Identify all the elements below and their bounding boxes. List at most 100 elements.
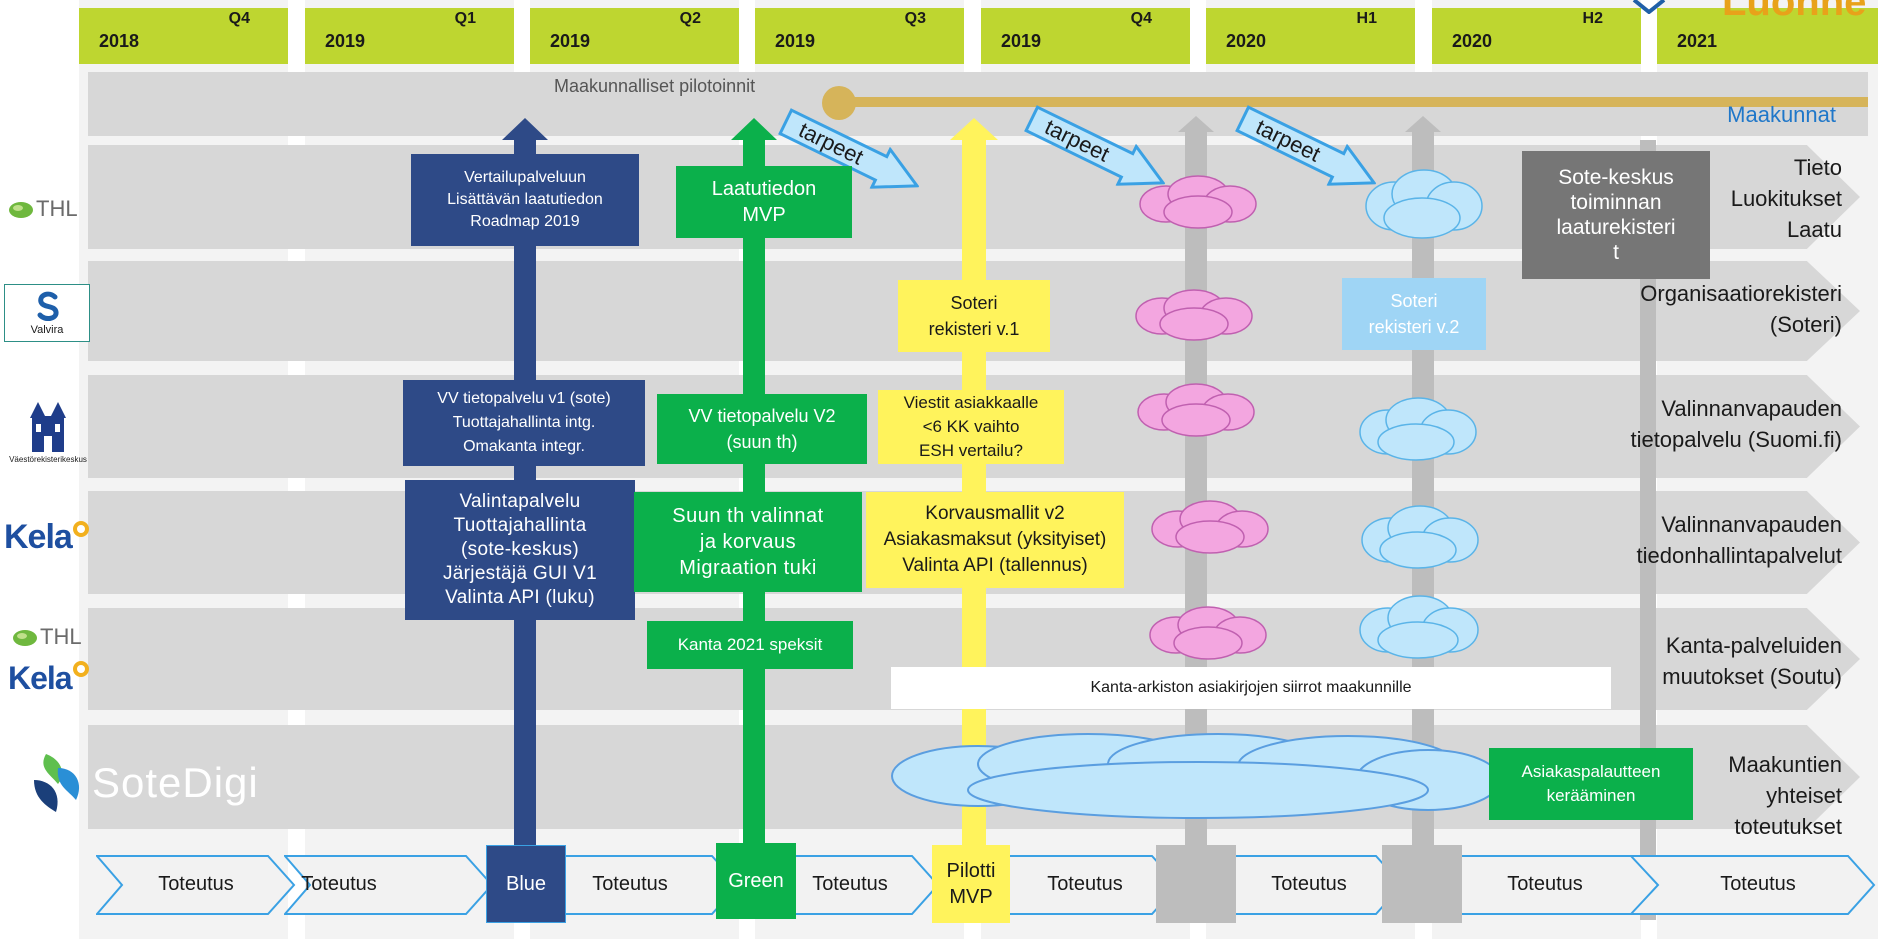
phase-chevron: Toteutus [1630,855,1876,915]
large-cloud-icon [891,733,1501,819]
green-box-laatutiedon-mvp: Laatutiedon MVP [676,166,852,238]
yellow-arrow-head [950,118,998,140]
blue-track-label: Blue [486,845,566,923]
timeline-header-column: 2020 H1 [1206,8,1415,64]
box-line: t [1613,241,1619,264]
box-line: Viestit asiakkaalle [903,393,1039,412]
header-year: 2018 [99,31,140,51]
box-line: Laatutiedon [711,178,817,200]
box-line: kerääminen [1546,786,1636,805]
pink-cloud-icon [1135,289,1253,341]
pilot-timeline-line [842,97,1868,107]
box-line: Soteri [950,293,998,313]
box-line: Asiakaspalautteen [1521,762,1661,781]
vrk-building-icon [30,402,66,452]
pole-arrowhead [1178,116,1214,132]
row-label-line: Organisaatiorekisteri [1640,281,1842,306]
header-year: 2021 [1677,31,1718,51]
box-line: ja korvaus [699,531,797,553]
box-line: VV tietopalvelu v1 (sote) [437,390,611,407]
phase-chevron: Toteutus [790,855,940,915]
box-line: Omakanta integr. [463,438,585,455]
header-quarter: H1 [1356,10,1377,27]
kela-logo-text: Kela [8,660,73,696]
box-line: Roadmap 2019 [470,213,580,230]
box-line: MVP [742,204,786,226]
chevron-shape [96,855,296,915]
green-box-suun-th-valinnat: Suun th valinnat ja korvaus Migraation t… [634,492,862,592]
valvira-logo: Valvira [4,284,90,342]
tarpeet-arrow: tarpeet [774,100,929,207]
vrk-logo-text: Väestörekisterikeskus [9,455,87,464]
box-line: Korvausmallit v2 [925,503,1065,524]
phase-chevron: Toteutus [1234,855,1404,915]
pilot-start-marker [822,86,856,120]
box-line: Järjestäjä GUI V1 [443,563,597,584]
box-line: Valinta API (tallennus) [902,555,1088,576]
blue-box-vertailupalvelu: Vertailupalveluun Lisättävän laatutiedon… [411,154,639,246]
row-label-line: yhteiset [1766,783,1842,808]
header-year: 2019 [775,31,816,51]
header-year: 2019 [550,31,591,51]
maakunnat-label: Maakunnat [1727,102,1836,127]
row-label-line: Valinnanvapauden [1661,396,1842,421]
box-line: Tuottajahallinta [453,515,587,536]
pole-arrowhead [1405,116,1441,132]
header-quarter: Q1 [454,10,476,27]
row-label-line: Valinnanvapauden [1661,512,1842,537]
grey-track-block [1156,845,1236,923]
box-line: Pilotti [946,860,996,882]
header-year: 2020 [1226,31,1267,51]
sotedigi-emblem-icon [34,754,80,812]
kela-logo-text: Kela [4,518,73,556]
pilot-band-label: Maakunnalliset pilotoinnit [554,76,756,96]
kanta-arkisto-bar: Kanta-arkiston asiakirjojen siirrot maak… [891,667,1611,709]
thl-logo-small: THL [10,624,82,650]
row-label-maakuntien: Maakuntien yhteiset toteutukset [1728,749,1842,842]
phase-chevron: Toteutus [1430,855,1660,915]
box-line: Valinta API (luku) [445,587,595,608]
box-line: toiminnan [1570,191,1662,214]
valvira-s-icon [37,291,59,321]
yellow-box-soteri-v1: Soteri rekisteri v.1 [898,280,1050,352]
row-label-line: (Soteri) [1769,312,1842,337]
phase-chevron: Toteutus [990,855,1180,915]
row-label-vv-tiedonhallinta: Valinnanvapauden tiedonhallintapalvelut [1637,509,1843,571]
box-line: rekisteri v.2 [1368,317,1460,337]
vrk-logo: Väestörekisterikeskus [4,398,88,468]
header-year: 2019 [1001,31,1042,51]
header-quarter: Q4 [228,10,250,27]
blue-box-valintapalvelu: Valintapalvelu Tuottajahallinta (sote-ke… [405,480,635,620]
box-line: <6 KK vaihto [922,417,1020,436]
box-line: Valintapalvelu [459,491,581,512]
box-line: (suun th) [726,432,798,452]
box-line: Tuottajahallinta intg. [452,414,596,431]
box-line: Soteri [1390,291,1438,311]
thl-logo-text: THL [36,196,78,221]
thl-leaf-icon [9,202,33,218]
box-line: Kanta 2021 speksit [677,635,823,654]
kela-logo: Kela [4,518,90,557]
row-label-line: Maakuntien [1728,752,1842,777]
phase-chevron: Toteutus [284,855,494,915]
yellow-box-korvausmallit: Korvausmallit v2 Asiakasmaksut (yksityis… [866,492,1124,588]
box-line: Sote-keskus [1558,166,1674,189]
header-year: 2020 [1452,31,1493,51]
pink-cloud-icon [1137,383,1255,437]
grey-track-block [1382,845,1462,923]
green-arrow-head [731,118,777,140]
row-label-line: tiedonhallintapalvelut [1636,543,1843,568]
row-label-line: tietopalvelu (Suomi.fi) [1630,427,1842,452]
green-track-label: Green [716,843,796,919]
milestone-pole [1640,140,1656,920]
phase-chevron: Toteutus [560,855,740,915]
valvira-logo-text: Valvira [30,324,64,336]
chevron-label: Toteutus [1271,873,1347,895]
row-label-tieto: Tieto Luokitukset Laatu [1731,152,1842,245]
box-line: Asiakasmaksut (yksityiset) [883,529,1107,550]
header-year: 2019 [325,31,366,51]
